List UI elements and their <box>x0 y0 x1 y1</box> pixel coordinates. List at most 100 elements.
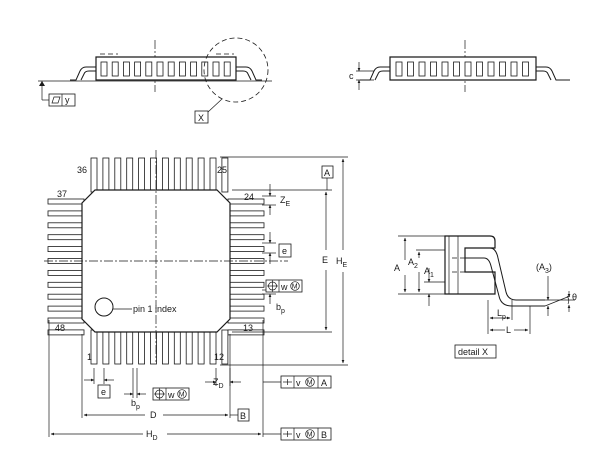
side-view-left-pin <box>145 61 153 77</box>
side-view-left-pin <box>190 61 198 77</box>
pin-24-label: 24 <box>244 192 254 202</box>
pin-12-label: 12 <box>214 352 224 362</box>
side-view-right-pin <box>430 61 437 77</box>
side-view-right: c <box>349 40 570 92</box>
left-pin <box>47 198 85 205</box>
bottom-pin <box>126 329 134 365</box>
left-pins <box>47 198 85 336</box>
detail-x-caption: detail X <box>458 347 488 357</box>
right-pin <box>227 329 265 336</box>
dim-e-label: E <box>322 255 328 265</box>
side-view-left-pin <box>223 61 231 77</box>
side-view-left-pin <box>212 61 220 77</box>
top-pin <box>114 157 122 193</box>
right-pin <box>227 305 265 312</box>
side-view-right-pin <box>476 61 483 77</box>
flatness-y-label: y <box>65 95 70 105</box>
side-view-right-pin <box>487 61 495 77</box>
dim-hd-label: HD <box>146 429 158 442</box>
bottom-pins <box>90 329 229 365</box>
datum-b-label: B <box>240 411 246 421</box>
fcf-a-m: M <box>307 380 313 387</box>
side-view-right-pin <box>464 61 472 77</box>
fcf-right-m: M <box>292 284 298 291</box>
pin-37-label: 37 <box>57 189 67 199</box>
pin-13-label: 13 <box>243 323 253 333</box>
dim-a2-label: A2 <box>408 257 418 270</box>
pin1-index-mark <box>94 297 114 317</box>
left-pin <box>47 222 85 229</box>
bottom-pin <box>197 329 205 365</box>
dim-e-right-label: e <box>282 246 287 256</box>
dim-zd-label: ZD <box>213 377 224 390</box>
side-view-right-pin <box>510 61 518 77</box>
detail-x-view: A A2 A1 (A3) θ Lp L detail X <box>394 235 577 359</box>
right-pin <box>227 269 265 276</box>
fcf-b-datum: B <box>321 430 327 440</box>
right-pin <box>227 222 265 229</box>
dim-l-label: L <box>506 325 511 335</box>
fcf-a-v: v <box>296 378 301 388</box>
bottom-pin <box>221 329 229 365</box>
bottom-pin <box>150 329 157 365</box>
side-view-left-pin <box>123 61 130 77</box>
side-view-right-pin <box>453 61 460 77</box>
top-pin <box>102 157 110 193</box>
side-view-left-pin <box>156 61 164 77</box>
side-view-left: X y <box>38 37 272 124</box>
dim-c-label: c <box>349 71 354 81</box>
top-pin <box>221 157 229 193</box>
pin-25-label: 25 <box>217 165 227 175</box>
side-view-right-pin <box>418 61 426 77</box>
dim-ze-label: ZE <box>280 195 291 208</box>
top-pin <box>126 157 134 193</box>
left-pin <box>47 210 85 217</box>
fcf-bottom-m: M <box>179 392 185 399</box>
dim-he-label: HE <box>336 256 348 269</box>
side-view-left-pin <box>178 61 186 77</box>
dim-bp-right-label: bp <box>276 302 285 315</box>
dim-e-bottom-label: e <box>101 387 106 397</box>
top-pin <box>161 157 169 193</box>
left-pin <box>47 305 85 312</box>
left-pin <box>47 281 85 288</box>
bottom-pin <box>102 329 110 365</box>
top-pin <box>209 157 217 193</box>
left-pin <box>47 269 85 276</box>
side-view-left-pin <box>100 61 108 77</box>
bottom-pin <box>173 329 181 365</box>
fcf-b-m: M <box>307 432 313 439</box>
top-view: pin 1 index 36 25 37 24 48 13 1 12 A E H… <box>44 150 348 442</box>
detail-x-ref-label: X <box>198 113 204 123</box>
left-pin <box>47 246 85 253</box>
right-pin <box>227 210 265 217</box>
top-pins <box>90 157 229 193</box>
top-pin <box>150 157 157 193</box>
side-view-right-pins <box>395 61 529 77</box>
side-view-right-pin <box>499 61 506 77</box>
fcf-a-datum: A <box>321 378 327 388</box>
right-pin <box>227 234 265 241</box>
side-view-left-pin <box>134 61 142 77</box>
dim-a3-label: (A3) <box>536 262 552 275</box>
dim-a-label: A <box>394 263 400 273</box>
pin-36-label: 36 <box>77 165 87 175</box>
dim-theta-label: θ <box>572 292 577 302</box>
top-pin <box>138 157 146 193</box>
side-view-left-pin <box>111 61 119 77</box>
bottom-pin <box>185 329 193 365</box>
top-pin <box>185 157 193 193</box>
bottom-pin <box>138 329 146 365</box>
side-view-right-pin <box>395 61 403 77</box>
detail-x-ref-box <box>194 110 209 124</box>
fcf-b-v: v <box>296 430 301 440</box>
datum-a-box <box>321 165 334 179</box>
left-pin <box>47 234 85 241</box>
left-pin <box>47 293 85 300</box>
pin1-index-label: pin 1 index <box>133 304 177 314</box>
top-pin <box>197 157 205 193</box>
right-pin <box>227 293 265 300</box>
side-view-left-pin <box>167 61 175 77</box>
detail-x-caption-box <box>454 344 497 359</box>
